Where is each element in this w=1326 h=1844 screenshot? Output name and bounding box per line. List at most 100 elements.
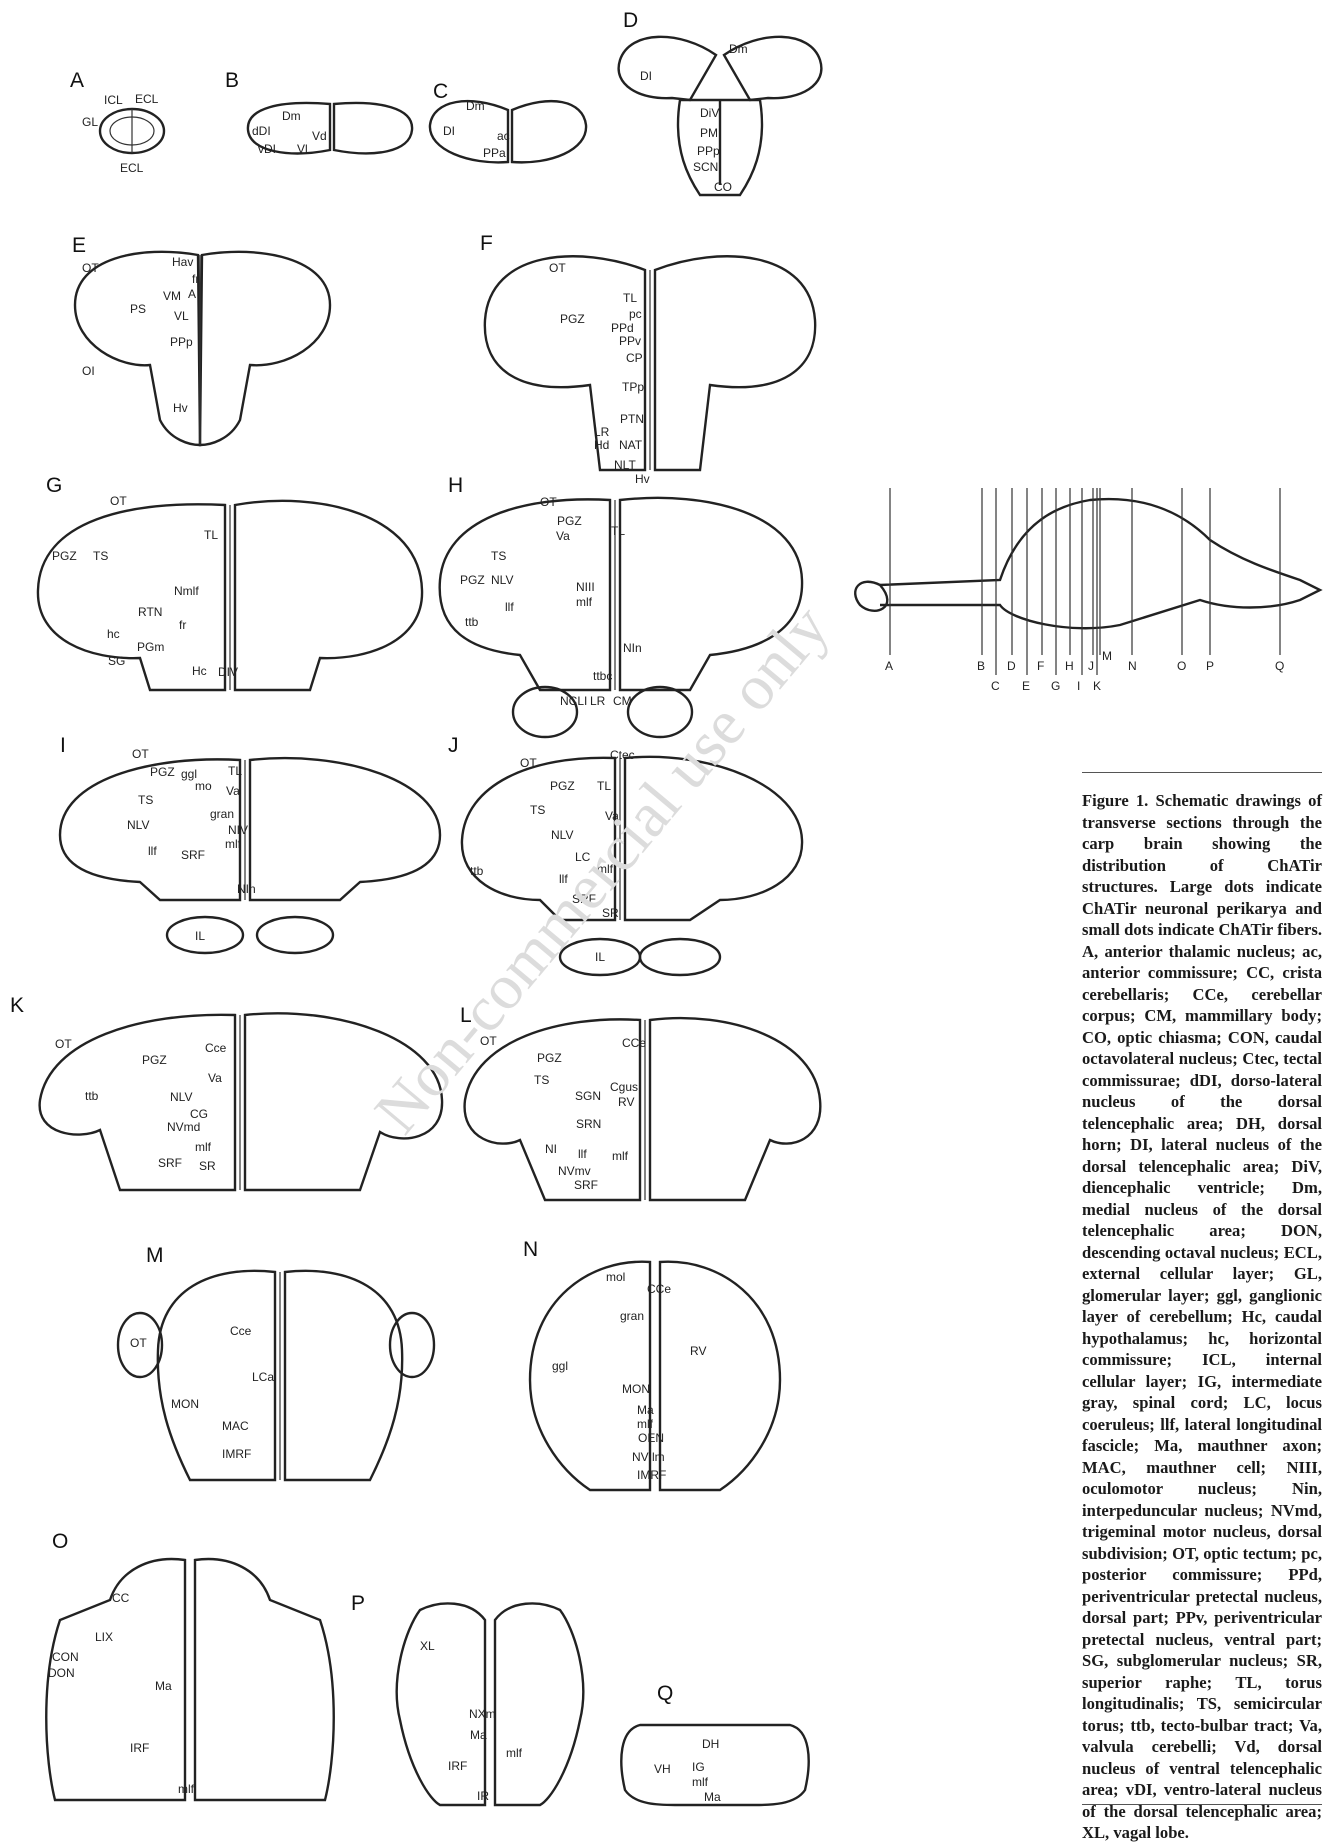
label-p-6: IR: [477, 1789, 489, 1803]
label-b-3: vDI: [258, 142, 276, 156]
label-n-9: OEN: [638, 1431, 664, 1445]
label-f-6: PPv: [619, 334, 641, 348]
label-l-8: SRN: [576, 1117, 601, 1131]
label-i-11: mlf: [225, 837, 242, 851]
figure-caption: Figure 1. Schematic drawings of transver…: [1082, 790, 1322, 1844]
label-e-6: PS: [130, 302, 146, 316]
panel-label-h: H: [448, 474, 463, 497]
label-l-3: PGZ: [537, 1051, 562, 1065]
label-j-6: Va: [605, 809, 619, 823]
panel-label-l: L: [460, 1004, 472, 1027]
level-label-b: B: [977, 659, 985, 673]
panel-label-q: Q: [657, 1682, 673, 1705]
label-n-7: Ma: [637, 1403, 654, 1417]
label-m-4: MON: [171, 1397, 199, 1411]
label-j-1: Ctec: [610, 748, 635, 762]
panel-e: E OT Hav fr VM A PS VL PPp OI Hv: [72, 234, 330, 445]
level-label-j: J: [1088, 659, 1094, 673]
label-q-2: VH: [654, 1762, 671, 1776]
label-n-11: IMRF: [637, 1468, 666, 1482]
label-n-4: ggl: [552, 1359, 568, 1373]
label-i-10: NIV: [228, 823, 248, 837]
label-h-11: ttb: [465, 615, 479, 629]
label-d-2: DI: [640, 69, 652, 83]
label-i-15: IL: [195, 929, 205, 943]
label-n-5: RV: [690, 1344, 706, 1358]
label-l-6: Cgus: [610, 1080, 638, 1094]
label-c-2: DI: [443, 124, 455, 138]
label-h-4: TL: [611, 524, 625, 538]
label-d-5: PPp: [697, 144, 720, 158]
label-h-9: mlf: [576, 595, 593, 609]
panel-label-i: I: [60, 734, 66, 757]
label-o-4: DON: [48, 1666, 75, 1680]
panel-label-k: K: [10, 994, 24, 1017]
panel-label-o: O: [52, 1530, 68, 1553]
label-j-4: TL: [597, 779, 611, 793]
label-i-13: SRF: [181, 848, 205, 862]
label-i-7: TS: [138, 793, 153, 807]
label-c-4: PPa: [483, 146, 506, 160]
label-d-7: CO: [714, 180, 732, 194]
panel-label-e: E: [72, 234, 86, 257]
level-label-f: F: [1037, 659, 1044, 673]
label-o-1: CC: [112, 1591, 130, 1605]
label-h-16: CM: [613, 694, 632, 708]
level-label-q: Q: [1275, 659, 1284, 673]
label-e-10: Hv: [173, 401, 188, 415]
label-a-4: ECL: [120, 161, 144, 175]
panel-j: J Ctec OT PGZ TL TS Va NLV LC mlf ttb ll…: [448, 734, 802, 975]
panel-p: P XL NXm Ma mlf IRF IR: [351, 1592, 583, 1805]
label-k-11: SR: [199, 1159, 216, 1173]
label-f-13: NLT: [614, 458, 636, 472]
label-k-8: NVmd: [167, 1120, 200, 1134]
label-e-7: VL: [174, 309, 189, 323]
panel-label-j: J: [448, 734, 459, 757]
level-label-p: P: [1206, 659, 1214, 673]
label-n-8: mlf: [637, 1417, 654, 1431]
label-a-2: ECL: [135, 92, 159, 106]
label-h-7: NLV: [491, 573, 513, 587]
label-b-4: Vd: [312, 129, 327, 143]
label-h-2: PGZ: [557, 514, 582, 528]
label-p-3: Ma: [470, 1728, 487, 1742]
label-g-9: PGm: [137, 640, 164, 654]
label-e-5: A: [188, 287, 196, 301]
label-g-7: fr: [179, 618, 186, 632]
label-f-9: PTN: [620, 412, 644, 426]
panel-d: D Dm DI DiV PM PPp SCN CO: [619, 9, 822, 195]
label-k-6: NLV: [170, 1090, 192, 1104]
label-f-11: Hd: [594, 438, 609, 452]
level-label-m: M: [1102, 649, 1112, 663]
label-l-11: mlf: [612, 1149, 629, 1163]
label-k-7: CG: [190, 1107, 208, 1121]
panel-label-g: G: [46, 474, 62, 497]
label-g-1: OT: [110, 494, 127, 508]
label-q-1: DH: [702, 1737, 719, 1751]
level-label-a: A: [885, 659, 893, 673]
level-label-g: G: [1051, 679, 1060, 693]
panel-g: G OT TL PGZ TS Nmlf RTN fr hc PGm SG Hc …: [38, 474, 422, 690]
level-label-d: D: [1007, 659, 1016, 673]
label-j-10: ttb: [470, 864, 484, 878]
panel-b: B Dm dDI vDI Vd Vl: [225, 69, 412, 156]
label-f-8: TPp: [622, 380, 644, 394]
label-n-10: NVIlm: [632, 1450, 665, 1464]
label-e-3: fr: [192, 272, 199, 286]
level-label-i: I: [1077, 679, 1080, 693]
level-label-e: E: [1022, 679, 1030, 693]
label-g-11: Hc: [192, 664, 207, 678]
label-i-8: NLV: [127, 818, 149, 832]
label-l-4: TS: [534, 1073, 549, 1087]
label-l-1: OT: [480, 1034, 497, 1048]
caption-top-rule: [1082, 772, 1322, 773]
label-j-14: IL: [595, 950, 605, 964]
index-diagram: A B D F H J M N O P Q C E G I K: [855, 488, 1320, 693]
label-o-5: Ma: [155, 1679, 172, 1693]
panel-l: L OT CCe PGZ TS SGN Cgus RV SRN NI llf m…: [460, 1004, 820, 1200]
label-o-7: mlf: [178, 1782, 195, 1796]
panel-a: A ICL ECL GL ECL: [70, 69, 164, 175]
label-i-9: gran: [210, 807, 234, 821]
label-o-3: CON: [52, 1650, 79, 1664]
label-e-2: Hav: [172, 255, 193, 269]
